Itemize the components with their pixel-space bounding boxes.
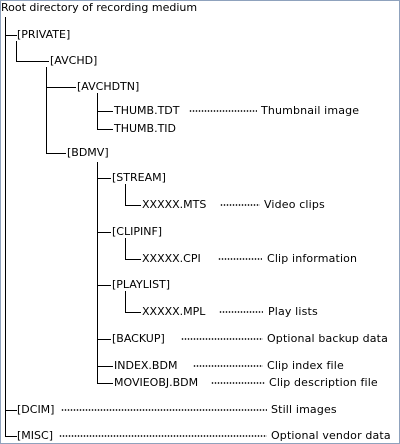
thumb-tid-branch (97, 129, 113, 130)
file-thumb-tdt: THUMB.TDT (114, 104, 180, 117)
dot-leader (61, 409, 267, 411)
dot-leader (218, 258, 262, 260)
playlist-branch (97, 285, 111, 286)
file-mts: XXXXX.MTS (142, 198, 207, 211)
mts-branch (125, 205, 141, 206)
root-connector (5, 17, 6, 436)
cpi-branch (125, 259, 141, 260)
backup-branch (97, 339, 111, 340)
dot-leader (220, 204, 260, 206)
dot-leader (181, 338, 263, 340)
playlist-connector (125, 291, 126, 312)
file-movieobj-bdm: MOVIEOBJ.BDM (114, 376, 199, 389)
stream-branch (97, 178, 111, 179)
avchd-connector (46, 67, 47, 153)
folder-stream: [STREAM] (112, 171, 166, 184)
desc-thumbnail-image: Thumbnail image (261, 104, 360, 117)
movieobj-bdm-branch (97, 383, 113, 384)
folder-misc: [MISC] (17, 429, 53, 442)
desc-clip-description-file: Clip description file (269, 376, 378, 389)
file-thumb-tid: THUMB.TID (114, 122, 177, 135)
folder-avchdtn: [AVCHDTN] (77, 80, 140, 93)
misc-branch (5, 436, 17, 437)
folder-bdmv: [BDMV] (67, 146, 109, 159)
dot-leader (189, 110, 257, 112)
folder-dcim: [DCIM] (17, 403, 55, 416)
folder-private: [PRIVATE] (17, 28, 71, 41)
dcim-branch (5, 410, 17, 411)
diagram-title: Root directory of recording medium (1, 1, 198, 14)
desc-clip-information: Clip information (267, 252, 358, 265)
desc-optional-vendor-data: Optional vendor data (271, 429, 391, 442)
clipinf-connector (125, 238, 126, 259)
file-index-bdm: INDEX.BDM (114, 359, 178, 372)
bdmv-branch (46, 153, 66, 154)
folder-backup: [BACKUP] (112, 332, 165, 345)
thumb-tdt-branch (97, 111, 113, 112)
file-mpl: XXXXX.MPL (142, 305, 206, 318)
file-cpi: XXXXX.CPI (142, 252, 201, 265)
bdmv-connector (97, 162, 98, 383)
dot-leader (193, 365, 263, 367)
desc-clip-index-file: Clip index file (267, 359, 344, 372)
stream-connector (125, 184, 126, 205)
dot-leader (219, 311, 263, 313)
folder-playlist: [PLAYLIST] (112, 278, 171, 291)
desc-video-clips: Video clips (264, 198, 325, 211)
clipinf-branch (97, 232, 111, 233)
folder-avchd: [AVCHD] (50, 54, 98, 67)
index-bdm-branch (97, 366, 113, 367)
folder-clipinf: [CLIPINF] (112, 225, 163, 238)
avchdtn-branch (46, 87, 76, 88)
desc-optional-backup-data: Optional backup data (267, 332, 389, 345)
private-connector (16, 41, 17, 61)
desc-play-lists: Play lists (268, 305, 318, 318)
desc-still-images: Still images (271, 403, 337, 416)
dot-leader (211, 382, 265, 384)
avchd-branch (16, 61, 49, 62)
mpl-branch (125, 312, 141, 313)
dot-leader (59, 435, 267, 437)
private-branch (5, 35, 17, 36)
